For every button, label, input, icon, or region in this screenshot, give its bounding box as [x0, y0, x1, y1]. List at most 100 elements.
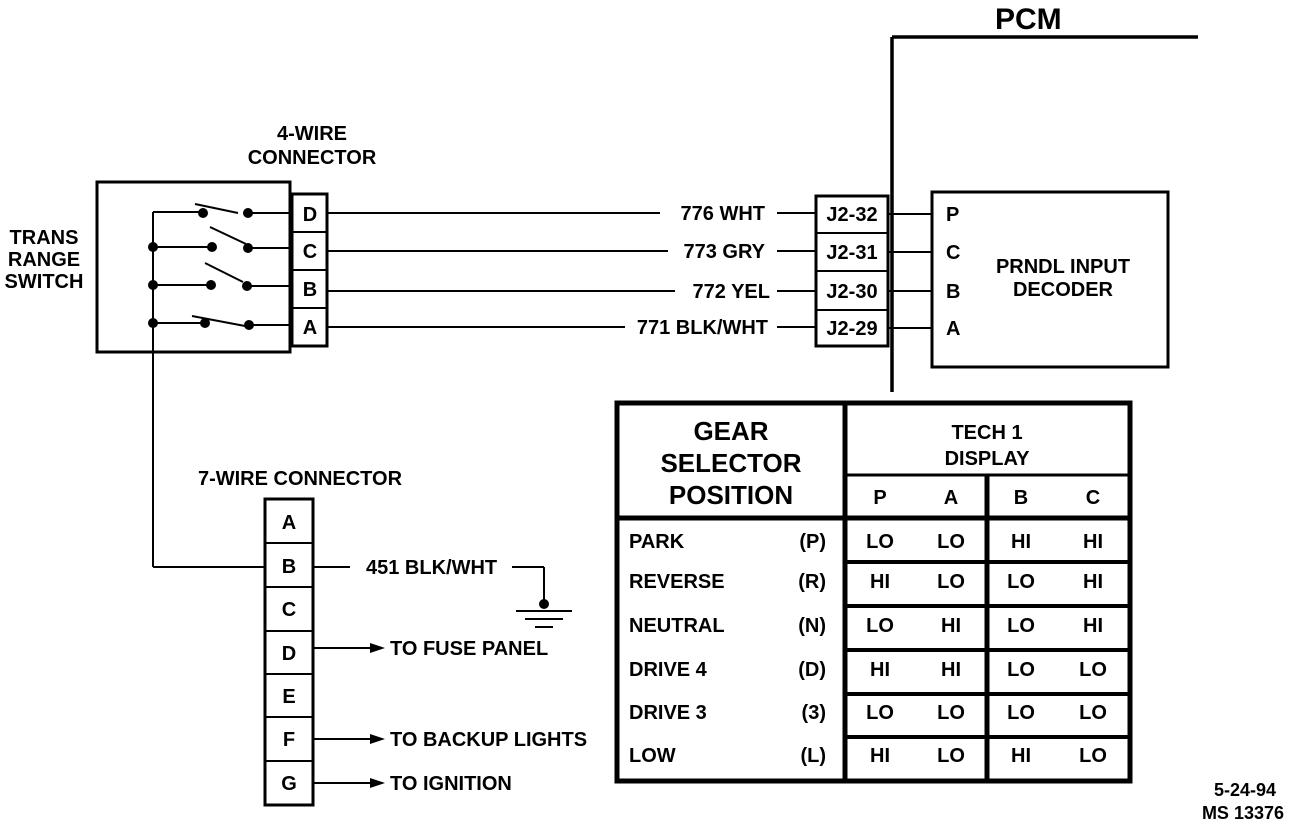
- decoder-label-line1: PRNDL INPUT: [996, 256, 1130, 278]
- gear-name: DRIVE 3: [629, 702, 707, 724]
- gear-code: (R): [798, 571, 826, 593]
- table-header-selector: SELECTOR: [660, 448, 801, 478]
- display-value: HI: [941, 659, 961, 681]
- gear-code: (N): [798, 615, 826, 637]
- table-row: LOW (L) HI LO HI LO: [629, 745, 1107, 767]
- display-value: LO: [1079, 702, 1107, 724]
- switch-blade-a: [191, 315, 246, 327]
- switch-blade-d: [194, 203, 239, 214]
- display-value: LO: [1007, 659, 1035, 681]
- seven-wire-label: 7-WIRE CONNECTOR: [198, 468, 403, 490]
- gear-name: REVERSE: [629, 571, 725, 593]
- display-value: LO: [937, 702, 965, 724]
- decoder-input-c: C: [946, 242, 960, 264]
- table-header-gear: GEAR: [693, 416, 768, 446]
- ground-wire-label: 451 BLK/WHT: [366, 557, 497, 579]
- table-row: DRIVE 3 (3) LO LO LO LO: [629, 702, 1107, 724]
- decoder-input-a: A: [946, 318, 960, 340]
- table-row: REVERSE (R) HI LO LO HI: [629, 571, 1103, 593]
- table-col-header: A: [944, 487, 958, 509]
- four-wire-pin-c: C: [303, 241, 317, 263]
- display-value: LO: [866, 702, 894, 724]
- seven-wire-pin-f: F: [283, 729, 295, 751]
- arrow-right-icon: [370, 778, 385, 788]
- to-fuse-panel: TO FUSE PANEL: [390, 638, 548, 660]
- display-value: HI: [1083, 615, 1103, 637]
- display-value: HI: [1011, 745, 1031, 767]
- seven-wire-connector: [263, 497, 315, 807]
- terminal-j2-32: J2-32: [826, 204, 877, 226]
- pcm-label: PCM: [995, 3, 1062, 36]
- trans-range-switch-body: [95, 180, 292, 354]
- switch-label-line1: TRANS: [10, 227, 79, 249]
- switch-blade-b: [204, 262, 244, 283]
- four-wire-label-line1: 4-WIRE: [277, 123, 347, 145]
- display-value: LO: [866, 615, 894, 637]
- gear-code: (P): [799, 531, 826, 553]
- decoder-input-b: B: [946, 281, 960, 303]
- table-header-display: DISPLAY: [945, 448, 1031, 470]
- display-value: LO: [1079, 745, 1107, 767]
- display-value: HI: [870, 571, 890, 593]
- display-value: LO: [937, 745, 965, 767]
- display-value: LO: [1007, 702, 1035, 724]
- gear-code: (3): [802, 702, 826, 724]
- display-value: HI: [870, 745, 890, 767]
- prndl-input-decoder: [930, 190, 1170, 369]
- seven-wire-pin-c: C: [282, 599, 296, 621]
- display-value: LO: [937, 571, 965, 593]
- switch-label-line2: RANGE: [8, 249, 80, 271]
- gear-name: PARK: [629, 531, 685, 553]
- gear-name: DRIVE 4: [629, 659, 708, 681]
- terminal-j2-31: J2-31: [826, 242, 877, 264]
- seven-wire-pin-g: G: [281, 773, 297, 795]
- table-header-tech1: TECH 1: [951, 422, 1022, 444]
- table-col-header: B: [1014, 487, 1028, 509]
- display-value: LO: [1007, 571, 1035, 593]
- gear-code: (D): [798, 659, 826, 681]
- display-value: LO: [1079, 659, 1107, 681]
- display-value: HI: [870, 659, 890, 681]
- footer-code: MS 13376: [1202, 803, 1284, 823]
- display-value: HI: [1083, 571, 1103, 593]
- gear-selector-table: [614, 400, 1133, 784]
- display-value: LO: [1007, 615, 1035, 637]
- display-value: LO: [937, 531, 965, 553]
- gear-name: NEUTRAL: [629, 615, 725, 637]
- wire-label-773: 773 GRY: [683, 241, 765, 263]
- decoder-label-line2: DECODER: [1013, 279, 1114, 301]
- arrow-right-icon: [370, 734, 385, 744]
- four-wire-label-line2: CONNECTOR: [248, 147, 377, 169]
- table-col-header: P: [873, 487, 886, 509]
- table-row: DRIVE 4 (D) HI HI LO LO: [629, 659, 1107, 681]
- arrow-right-icon: [370, 643, 385, 653]
- table-row: NEUTRAL (N) LO HI LO HI: [629, 615, 1103, 637]
- decoder-input-p: P: [946, 204, 959, 226]
- switch-label-line3: SWITCH: [5, 271, 84, 293]
- seven-wire-pin-e: E: [282, 686, 295, 708]
- seven-wire-pin-a: A: [282, 512, 296, 534]
- footer-date: 5-24-94: [1214, 780, 1276, 800]
- display-value: HI: [1083, 531, 1103, 553]
- to-backup-lights: TO BACKUP LIGHTS: [390, 729, 587, 751]
- four-wire-pin-a: A: [303, 317, 317, 339]
- display-value: HI: [941, 615, 961, 637]
- terminal-j2-30: J2-30: [826, 281, 877, 303]
- table-header-position: POSITION: [669, 480, 793, 510]
- four-wire-pin-b: B: [303, 279, 317, 301]
- four-wire-pin-d: D: [303, 204, 317, 226]
- ground-icon: [516, 610, 572, 628]
- terminal-j2-29: J2-29: [826, 318, 877, 340]
- wire-label-776: 776 WHT: [681, 203, 765, 225]
- wire-label-771: 771 BLK/WHT: [637, 317, 768, 339]
- gear-name: LOW: [629, 745, 676, 767]
- seven-wire-pin-b: B: [282, 556, 296, 578]
- seven-wire-pin-d: D: [282, 643, 296, 665]
- to-ignition: TO IGNITION: [390, 773, 512, 795]
- switch-blade-c: [209, 226, 247, 245]
- gear-code: (L): [800, 745, 826, 767]
